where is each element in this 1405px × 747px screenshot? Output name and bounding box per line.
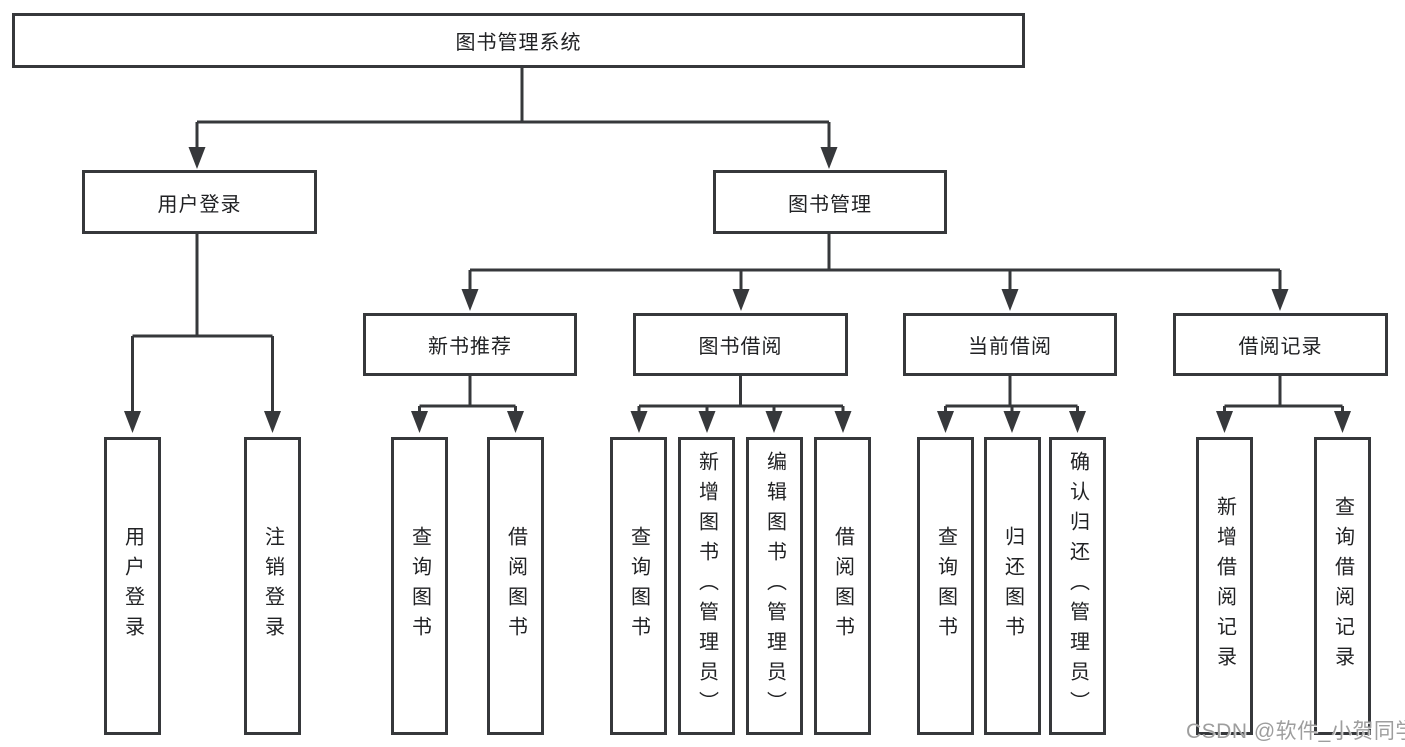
arrowhead-icon [507,411,524,433]
arrowhead-icon [411,411,428,433]
leaf-recommend-borrow-books: 借阅图书 [487,437,544,735]
arrowhead-icon [630,411,648,433]
leaf-record-query-record: 查询借阅记录 [1314,437,1371,735]
leaf-borrow-borrow-books: 借阅图书 [814,437,871,735]
watermark: CSDN @软件_小贺同学 [1186,720,1405,743]
arrowhead-icon [1216,411,1233,433]
node-book-borrow: 图书借阅 [633,313,848,376]
arrowhead-icon [1069,411,1086,433]
arrowhead-icon [188,147,206,169]
arrowhead-icon [1003,411,1021,433]
arrowhead-icon [698,411,716,433]
node-current-borrow: 当前借阅 [903,313,1117,376]
leaf-user-login: 用户登录 [104,437,161,735]
arrowhead-icon [765,411,783,433]
arrowhead-icon [461,289,479,311]
arrowhead-icon [1001,289,1019,311]
leaf-recommend-query-books: 查询图书 [391,437,448,735]
node-root: 图书管理系统 [12,13,1025,68]
arrowhead-icon [732,289,750,311]
node-book-management: 图书管理 [713,170,947,234]
leaf-logout: 注销登录 [244,437,301,735]
arrowhead-icon [820,147,838,169]
leaf-borrow-query-books: 查询图书 [610,437,667,735]
leaf-record-add-record: 新增借阅记录 [1196,437,1253,735]
node-borrow-records: 借阅记录 [1173,313,1388,376]
arrowhead-icon [1334,411,1351,433]
arrowhead-icon [834,411,852,433]
arrowhead-icon [124,411,141,433]
leaf-borrow-edit-books: 编辑图书（管理员） [746,437,803,735]
node-new-book-recommend: 新书推荐 [363,313,577,376]
leaf-current-return-books: 归还图书 [984,437,1041,735]
leaf-borrow-add-books: 新增图书（管理员） [678,437,735,735]
arrowhead-icon [264,411,281,433]
arrowhead-icon [1271,289,1289,311]
arrowhead-icon [937,411,954,433]
leaf-current-query-books: 查询图书 [917,437,974,735]
leaf-current-confirm-return: 确认归还（管理员） [1049,437,1106,735]
node-user-login: 用户登录 [82,170,317,234]
